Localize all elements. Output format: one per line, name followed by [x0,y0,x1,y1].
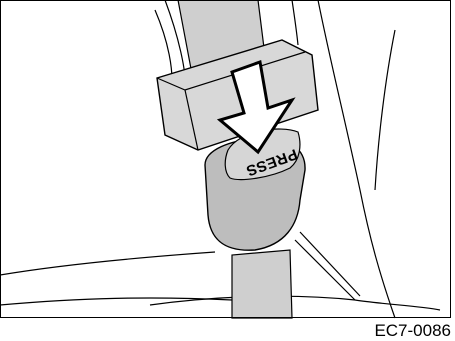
figure-reference-code: EC7-0086 [374,321,451,341]
illustration-frame [0,0,451,318]
